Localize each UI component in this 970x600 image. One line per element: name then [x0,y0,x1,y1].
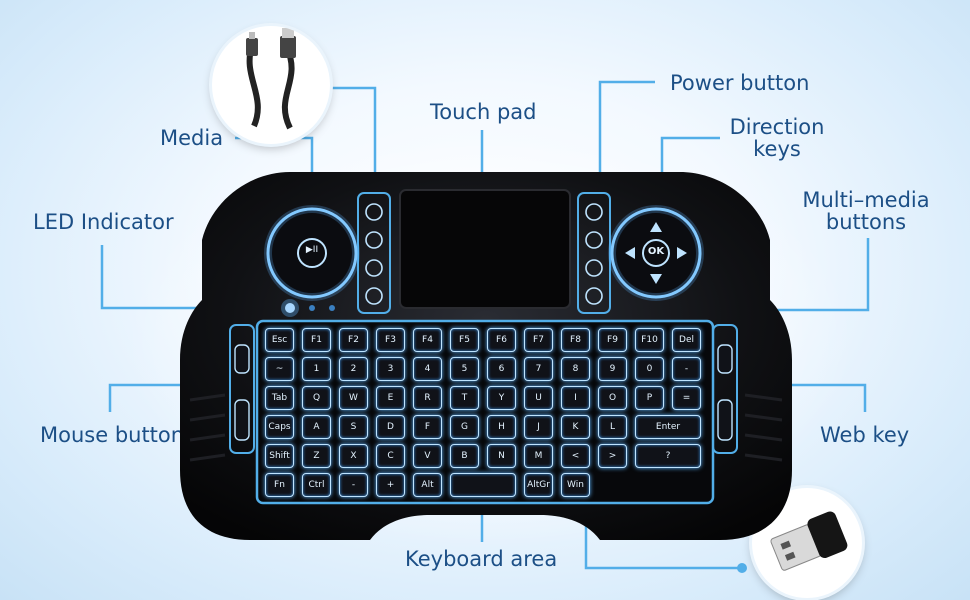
label-multimedia-buttons: Multi–media buttons [798,189,934,233]
key-row1-8[interactable]: F8 [561,328,590,352]
key-row4-10[interactable]: Enter [635,415,701,439]
key-row2-7[interactable]: 7 [524,357,553,381]
key-row4-0[interactable]: Caps [265,415,294,439]
key-row5-8[interactable]: < [561,444,590,468]
key-row5-9[interactable]: > [598,444,627,468]
usb-cable-icon [212,26,330,144]
key-row3-6[interactable]: Y [487,386,516,410]
key-row6-6[interactable]: Win [561,473,590,497]
key-row2-11[interactable]: - [672,357,701,381]
key-space-bar[interactable] [450,473,516,497]
label-multimedia-line2: buttons [825,210,907,234]
key-row4-6[interactable]: H [487,415,516,439]
key-row3-11[interactable]: = [672,386,701,410]
key-row4-4[interactable]: F [413,415,442,439]
key-row2-1[interactable]: 1 [302,357,331,381]
key-row6-0[interactable]: Fn [265,473,294,497]
key-row3-10[interactable]: P [635,386,664,410]
label-web-key: Web key [820,423,910,447]
key-row2-8[interactable]: 8 [561,357,590,381]
label-direction-keys-line1: Direction [729,115,825,139]
key-row2-6[interactable]: 6 [487,357,516,381]
key-row5-5[interactable]: B [450,444,479,468]
key-row4-3[interactable]: D [376,415,405,439]
key-row3-1[interactable]: Q [302,386,331,410]
touch-pad-icon [399,189,571,309]
label-direction-keys: Direction keys [724,116,830,160]
key-row1-5[interactable]: F5 [450,328,479,352]
key-row3-7[interactable]: U [524,386,553,410]
key-row3-8[interactable]: I [561,386,590,410]
media-play-pause-key[interactable]: ▶II [305,245,319,255]
key-row2-3[interactable]: 3 [376,357,405,381]
key-row5-3[interactable]: C [376,444,405,468]
key-row1-10[interactable]: F10 [635,328,664,352]
key-row4-2[interactable]: S [339,415,368,439]
key-row5-10[interactable]: ? [635,444,701,468]
key-row3-2[interactable]: W [339,386,368,410]
label-power-button: Power button [670,71,810,95]
label-touch-pad: Touch pad [430,100,537,124]
key-row5-6[interactable]: N [487,444,516,468]
key-row6-4[interactable]: Alt [413,473,442,497]
key-row1-9[interactable]: F9 [598,328,627,352]
key-row1-7[interactable]: F7 [524,328,553,352]
media-control-icon [264,205,360,301]
key-row6-5[interactable]: AltGr [524,473,553,497]
key-row4-1[interactable]: A [302,415,331,439]
key-row3-9[interactable]: O [598,386,627,410]
key-row4-8[interactable]: K [561,415,590,439]
key-row3-0[interactable]: Tab [265,386,294,410]
key-row5-4[interactable]: V [413,444,442,468]
key-row2-4[interactable]: 4 [413,357,442,381]
key-row1-11[interactable]: Del [672,328,701,352]
key-row6-2[interactable]: - [339,473,368,497]
key-row2-9[interactable]: 9 [598,357,627,381]
key-row1-0[interactable]: Esc [265,328,294,352]
dpad-icon [608,205,704,301]
key-row4-7[interactable]: J [524,415,553,439]
key-row2-10[interactable]: 0 [635,357,664,381]
key-row4-9[interactable]: L [598,415,627,439]
label-direction-keys-line2: keys [753,137,801,161]
key-row1-4[interactable]: F4 [413,328,442,352]
key-row1-1[interactable]: F1 [302,328,331,352]
led-indicator-icon [281,299,335,317]
key-row4-5[interactable]: G [450,415,479,439]
key-row5-7[interactable]: M [524,444,553,468]
key-row1-2[interactable]: F2 [339,328,368,352]
key-row6-3[interactable]: + [376,473,405,497]
key-row2-2[interactable]: 2 [339,357,368,381]
key-row1-6[interactable]: F6 [487,328,516,352]
label-led-indicator: LED Indicator [33,210,174,234]
key-row5-0[interactable]: Shift [265,444,294,468]
label-media: Media [160,126,224,150]
key-row1-3[interactable]: F3 [376,328,405,352]
key-row3-4[interactable]: R [413,386,442,410]
key-row3-5[interactable]: T [450,386,479,410]
key-row5-1[interactable]: Z [302,444,331,468]
dpad-ok-key[interactable]: OK [647,246,665,257]
key-row3-3[interactable]: E [376,386,405,410]
label-multimedia-line1: Multi–media [802,188,930,212]
key-row6-1[interactable]: Ctrl [302,473,331,497]
key-row2-5[interactable]: 5 [450,357,479,381]
key-row5-2[interactable]: X [339,444,368,468]
key-row2-0[interactable]: ~ [265,357,294,381]
label-keyboard-area: Keyboard area [405,547,558,571]
label-mouse-button: Mouse button [40,423,185,447]
